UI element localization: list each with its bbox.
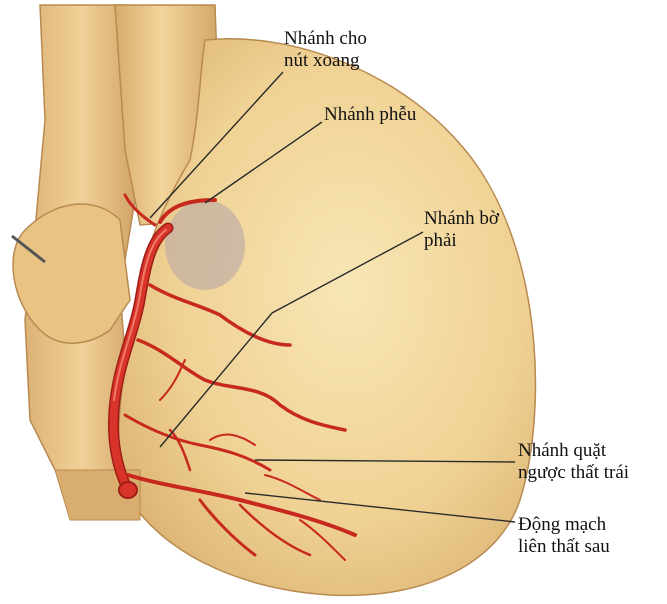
label-right-marginal-branch: Nhánh bờ phải [424, 208, 499, 252]
label-right-marginal-branch-line1: Nhánh bờ [424, 208, 499, 230]
label-posterior-interventricular-artery-line1: Động mạch [518, 514, 610, 536]
label-right-marginal-branch-line2: phải [424, 230, 499, 252]
label-posterior-interventricular-artery-line2: liên thất sau [518, 536, 610, 558]
label-conus-branch-line1: Nhánh phễu [324, 104, 416, 126]
label-posterior-interventricular-artery: Động mạch liên thất sau [518, 514, 610, 558]
label-sinus-node-branch: Nhánh cho nút xoang [284, 28, 367, 72]
label-conus-branch: Nhánh phễu [324, 104, 416, 126]
artery-end [119, 482, 137, 498]
label-left-ventricular-retrograde-branch-line2: ngược thất trái [518, 462, 629, 484]
label-left-ventricular-retrograde-branch: Nhánh quặt ngược thất trái [518, 440, 629, 484]
label-sinus-node-branch-line1: Nhánh cho [284, 28, 367, 50]
label-sinus-node-branch-line2: nút xoang [284, 50, 367, 72]
label-left-ventricular-retrograde-branch-line1: Nhánh quặt [518, 440, 629, 462]
conus-shadow [165, 200, 245, 290]
